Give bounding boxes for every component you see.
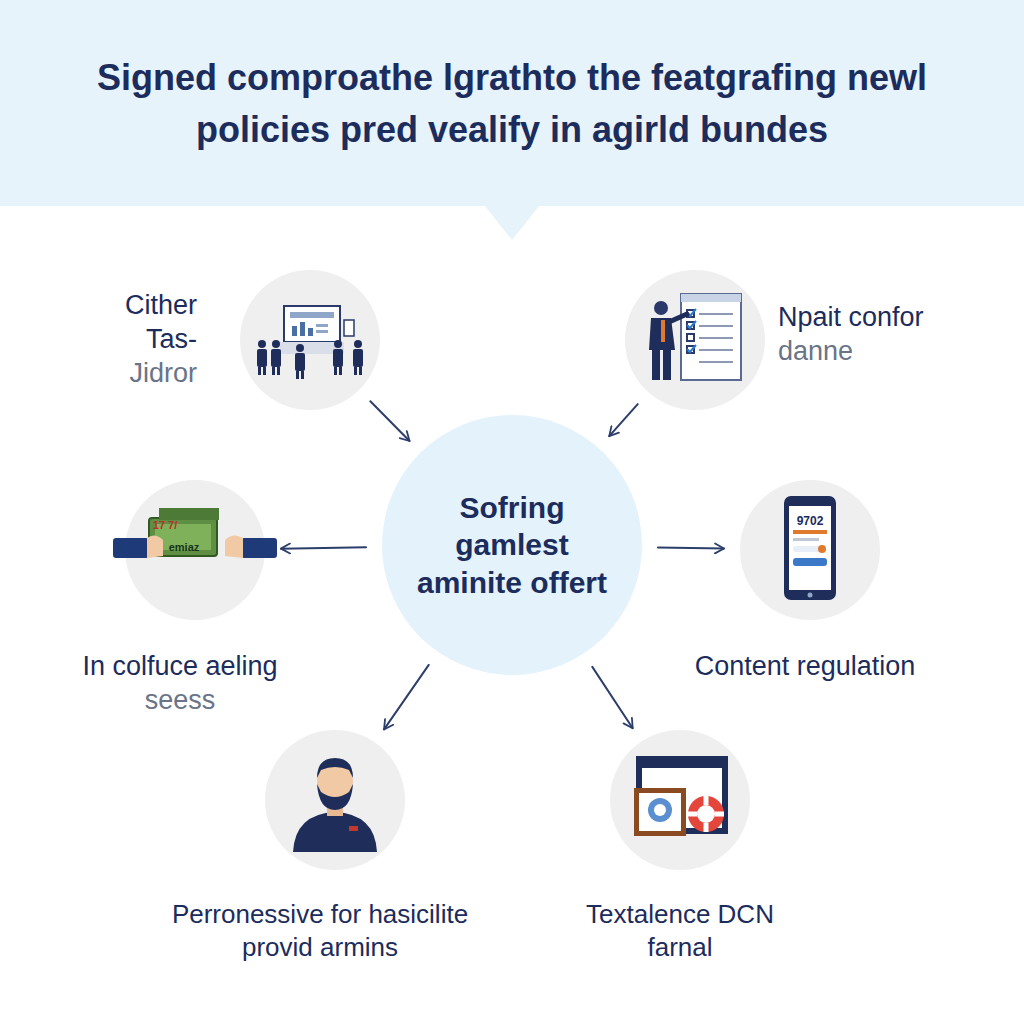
text-block: Cither Tas-Jidror — [80, 289, 197, 390]
arrow-connector — [592, 667, 632, 728]
topic-label: Textalence DCN farnal — [575, 898, 785, 963]
topic-label: seess — [40, 684, 320, 718]
topic-label: Npait confor — [778, 301, 928, 335]
checklist-icon — [625, 270, 765, 410]
central-text: Sofring gamlest aminite offert — [410, 489, 615, 602]
phone-icon — [740, 480, 880, 620]
text-block: Npait confordanne — [778, 301, 928, 369]
text-block: Content regulation — [660, 650, 950, 684]
title-background — [0, 0, 1024, 206]
text-block: Perronessive for hasicilite provid armin… — [145, 898, 495, 963]
topic-circle: Perronessive for hasicilite provid armin… — [265, 730, 405, 870]
topic-circle: Textalence DCN farnal — [610, 730, 750, 870]
arrow-connector — [609, 404, 638, 436]
text-block: Textalence DCN farnal — [575, 898, 785, 963]
text-block: Sofring gamlest aminite offert — [382, 415, 642, 675]
topic-circle: Npait confordanne — [625, 270, 765, 410]
meeting-icon — [240, 270, 380, 410]
topic-label: In colfuce aeling — [40, 650, 320, 684]
topic-label: Content regulation — [660, 650, 950, 684]
topic-label: danne — [778, 335, 928, 369]
topic-circle: Cither Tas-Jidror — [240, 270, 380, 410]
person-icon — [265, 730, 405, 870]
arrow-connector — [370, 401, 409, 441]
arrow-connector — [281, 547, 366, 548]
arrow-connector — [658, 547, 724, 548]
topic-circle: Content regulation — [740, 480, 880, 620]
text-block: In colfuce aelingseess — [40, 650, 320, 718]
arrow-connector — [384, 665, 429, 729]
speech-pointer — [484, 205, 540, 240]
topic-label: Cither Tas- — [80, 289, 197, 357]
topic-label: Perronessive for hasicilite provid armin… — [145, 898, 495, 963]
icon-text: 17 7/ — [153, 519, 177, 531]
icon-text: emiaz — [169, 541, 200, 553]
central-circle: Sofring gamlest aminite offert — [382, 415, 642, 675]
topic-label: Jidror — [80, 357, 197, 391]
diagram-title: Signed comproathe lgrathto the featgrafi… — [60, 52, 964, 156]
web-content-icon — [610, 730, 750, 870]
icon-text: 9702 — [797, 514, 824, 528]
